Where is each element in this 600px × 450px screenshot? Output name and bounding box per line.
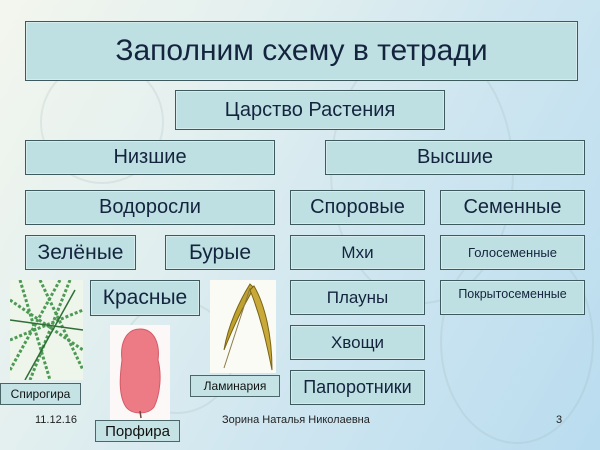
- horsetails-node: Хвощи: [290, 325, 425, 360]
- seed-plants-node: Семенные: [440, 190, 585, 225]
- spirogyra-caption: Спирогира: [0, 383, 81, 405]
- green-algae-node: Зелёные: [25, 235, 136, 270]
- page-title: Заполним схему в тетради: [25, 21, 578, 81]
- brown-algae-node: Бурые: [165, 235, 275, 270]
- red-algae-image: [110, 325, 170, 420]
- gymnosperms-node: Голосеменные: [440, 235, 585, 270]
- root-node: Царство Растения: [175, 90, 445, 130]
- mosses-node: Мхи: [290, 235, 425, 270]
- clubmosses-node: Плауны: [290, 280, 425, 315]
- ferns-node: Папоротники: [290, 370, 425, 405]
- page-number: 3: [556, 414, 563, 426]
- green-algae-image: [10, 280, 83, 380]
- angiosperms-node: Покрытосеменные: [440, 280, 585, 315]
- porphyra-caption: Порфира: [95, 420, 180, 442]
- brown-algae-image: [210, 280, 276, 373]
- footer-date: 11.12.16: [35, 414, 78, 426]
- branch-higher: Высшие: [325, 140, 585, 175]
- spore-plants-node: Споровые: [290, 190, 425, 225]
- algae-node: Водоросли: [25, 190, 275, 225]
- red-algae-node: Красные: [90, 280, 200, 316]
- background-decoration: [440, 240, 594, 444]
- footer-author: Зорина Наталья Николаевна: [222, 414, 370, 426]
- laminaria-caption: Ламинария: [190, 375, 280, 397]
- branch-lower: Низшие: [25, 140, 275, 175]
